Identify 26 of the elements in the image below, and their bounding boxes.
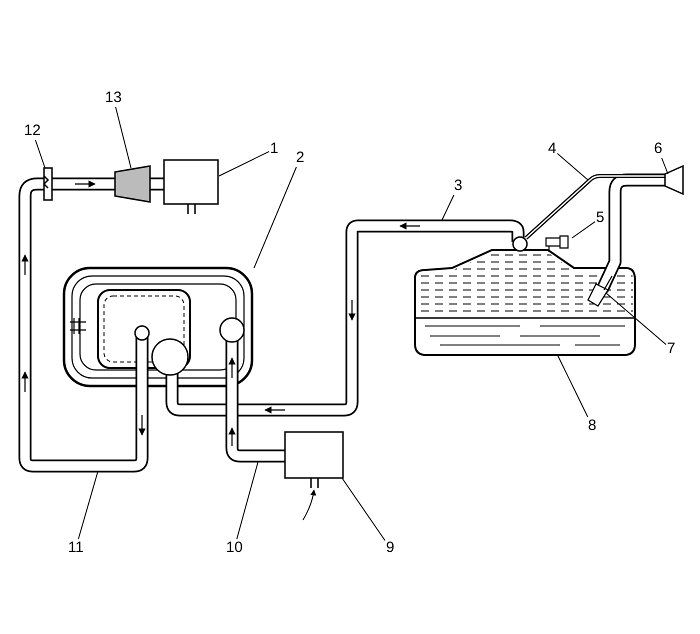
callout-number: 1 [270, 141, 278, 157]
leader-line [442, 194, 454, 220]
callout-number: 10 [226, 540, 243, 556]
callout-number: 11 [68, 540, 84, 556]
leader-line [606, 292, 666, 346]
callout-number: 8 [588, 418, 596, 434]
leader-line [218, 151, 270, 176]
callout-number: 7 [667, 341, 676, 357]
callout-number: 3 [454, 178, 462, 194]
leader-line [34, 140, 46, 168]
callout-number: 6 [654, 141, 662, 157]
leader-line [115, 106, 132, 168]
callout-number: 13 [105, 90, 122, 106]
callout-number: 5 [596, 210, 604, 226]
leader-line [78, 470, 98, 540]
callout-number: 2 [296, 150, 304, 166]
leader-line [661, 158, 668, 174]
leader-line [558, 356, 588, 418]
leader-line [342, 478, 386, 541]
callout-number: 4 [548, 141, 556, 157]
callout-number: 12 [24, 123, 41, 139]
leader-line [236, 462, 258, 540]
leader-line [556, 152, 588, 180]
leader-line [572, 221, 596, 238]
callout-number: 9 [386, 540, 394, 556]
leader-line [254, 166, 297, 268]
